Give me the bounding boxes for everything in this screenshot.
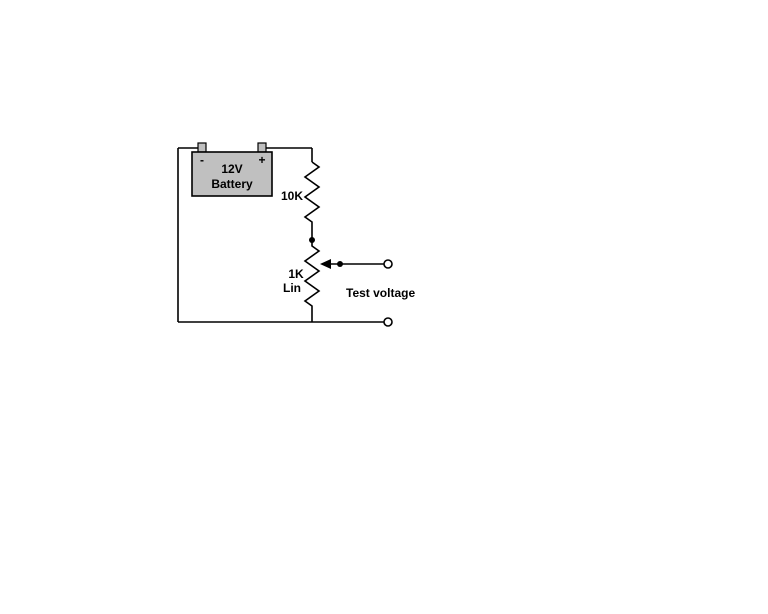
potentiometer-value-label: 1K [288, 267, 304, 281]
battery-name-label: Battery [211, 177, 253, 191]
battery-body [191, 151, 273, 197]
test-voltage-label: Test voltage [346, 286, 415, 300]
battery-minus-sign: - [200, 153, 204, 167]
battery-terminal-negative [197, 142, 207, 153]
output-terminal-bottom [383, 317, 393, 327]
wiper-junction-dot [337, 261, 343, 267]
battery-terminal-positive [257, 142, 267, 153]
wiper-arrow-icon [320, 259, 331, 269]
potentiometer-taper-label: Lin [283, 281, 301, 295]
resistor-10k-symbol [303, 161, 321, 240]
potentiometer-symbol [303, 240, 321, 322]
battery-voltage-label: 12V [221, 162, 242, 176]
battery-plus-sign: + [258, 153, 265, 167]
output-terminal-top [383, 259, 393, 269]
resistor-10k-label: 10K [281, 189, 303, 203]
